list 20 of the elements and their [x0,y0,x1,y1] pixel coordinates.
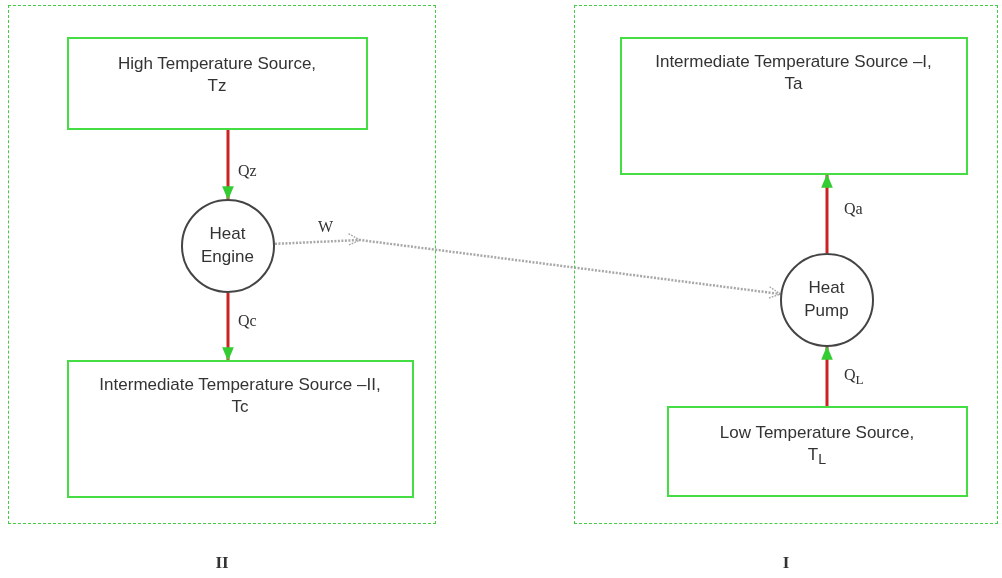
group-numeral: I [782,553,790,573]
source-label: High Temperature Source, Tz [117,52,317,97]
source-box [666,405,968,497]
source-box [619,36,968,175]
edge-label: Qz [236,162,259,180]
group-numeral: II [215,553,229,573]
device-label: Heat Engine [200,223,255,268]
heat-flow-arrow [821,345,833,406]
source-label: Low Temperature Source, T$_{L}$ [718,421,916,469]
device-label: Heat Pump [803,277,850,322]
edge-label: Qa [842,200,865,218]
source-box [66,359,414,498]
edge-label: Qc [236,312,259,330]
source-box [66,36,368,130]
work-transfer-arrow [274,233,781,299]
source-label: Intermediate Temperature Source –I, Ta [655,50,932,95]
heat-flow-arrow [821,173,833,253]
heat-flow-arrow [222,293,234,362]
source-label: Intermediate Temperature Source –II, Tc [99,373,381,418]
heat-flow-arrow [222,130,234,201]
